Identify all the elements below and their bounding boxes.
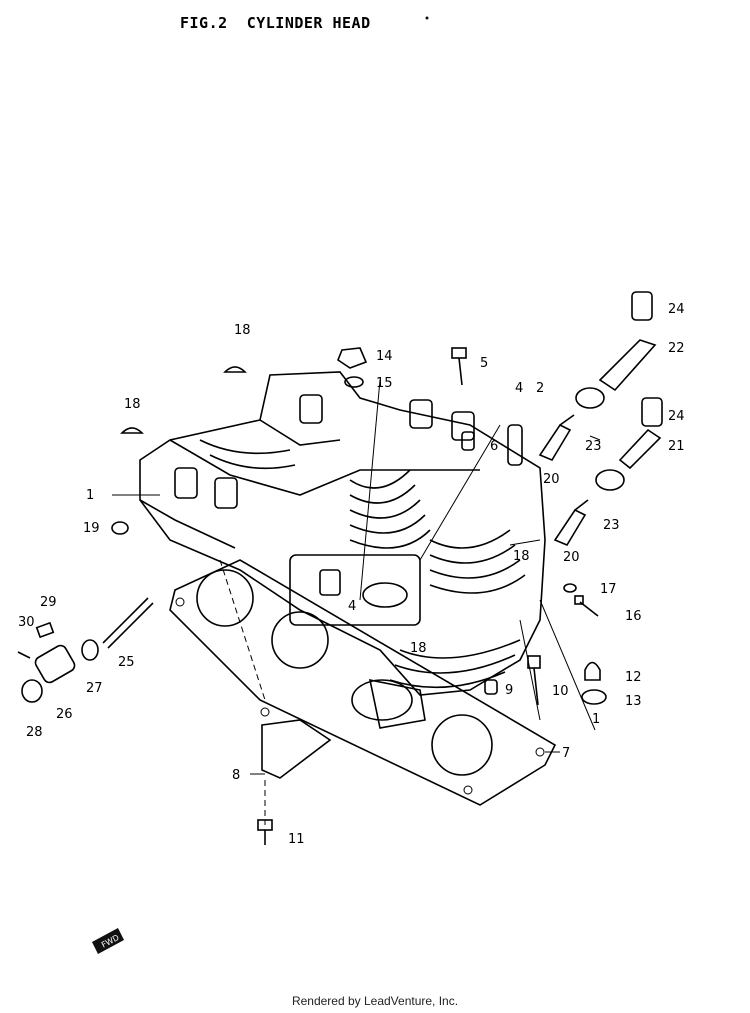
callout-1: 1 — [592, 712, 600, 727]
callout-7: 7 — [562, 746, 570, 761]
callout-19: 19 — [83, 521, 100, 536]
callout-labels: 24 22 24 21 23 23 20 20 2 4 4 5 6 14 15 … — [18, 302, 685, 847]
callout-24: 24 — [668, 409, 685, 424]
bolt-5 — [451, 347, 467, 386]
callout-13: 13 — [625, 694, 642, 709]
callout-4: 4 — [348, 599, 356, 614]
callout-8: 8 — [232, 768, 240, 783]
callout-10: 10 — [552, 684, 569, 699]
callout-23: 23 — [585, 439, 602, 454]
callout-23: 23 — [603, 518, 620, 533]
callout-4: 4 — [515, 381, 523, 396]
callout-25: 25 — [118, 655, 135, 670]
keys-18 — [120, 366, 247, 434]
nut-14-washer-15 — [337, 347, 368, 388]
callout-20: 20 — [563, 550, 580, 565]
cap-nut-12-washer-13 — [581, 661, 607, 705]
head-gasket — [169, 559, 557, 806]
tachometer-drive-parts — [17, 597, 154, 703]
bolt-11 — [257, 819, 273, 845]
callout-20: 20 — [543, 472, 560, 487]
callout-27: 27 — [86, 681, 103, 696]
callout-29: 29 — [40, 595, 57, 610]
callout-9: 9 — [505, 683, 513, 698]
plug-cap-21 — [618, 397, 663, 470]
washer-17-bolt-16 — [563, 583, 599, 617]
callout-18: 18 — [124, 397, 141, 412]
dowel-9-stud-10 — [484, 655, 541, 706]
callout-2: 2 — [536, 381, 544, 396]
callout-1: 1 — [86, 488, 94, 503]
seals-23 — [575, 387, 625, 491]
callout-18: 18 — [513, 549, 530, 564]
callout-15: 15 — [376, 376, 393, 391]
footer-credit: Rendered by LeadVenture, Inc. — [291, 994, 459, 1008]
cylinder-head-body — [139, 371, 546, 696]
callout-17: 17 — [600, 582, 617, 597]
callout-11: 11 — [288, 832, 305, 847]
callout-18: 18 — [410, 641, 427, 656]
fwd-badge: FWD — [92, 928, 124, 954]
callout-30: 30 — [18, 615, 35, 630]
leader-lines — [112, 379, 601, 825]
callout-5: 5 — [480, 356, 488, 371]
callout-18: 18 — [234, 323, 251, 338]
callout-12: 12 — [625, 670, 642, 685]
callout-16: 16 — [625, 609, 642, 624]
tappet-adjuster-2 — [507, 424, 523, 466]
callout-14: 14 — [376, 349, 393, 364]
callout-6: 6 — [490, 439, 498, 454]
callout-28: 28 — [26, 725, 43, 740]
callout-22: 22 — [668, 341, 685, 356]
page-title: FIG.2 CYLINDER HEAD — [180, 14, 371, 32]
spark-plug-20b — [553, 499, 589, 547]
plug-cap-22 — [598, 291, 657, 392]
print-speck — [425, 16, 429, 20]
washer-19 — [111, 521, 129, 535]
callout-24: 24 — [668, 302, 685, 317]
dowel-6 — [461, 431, 475, 451]
callout-21: 21 — [668, 439, 685, 454]
spark-plug-20a — [538, 414, 575, 462]
callout-26: 26 — [56, 707, 73, 722]
